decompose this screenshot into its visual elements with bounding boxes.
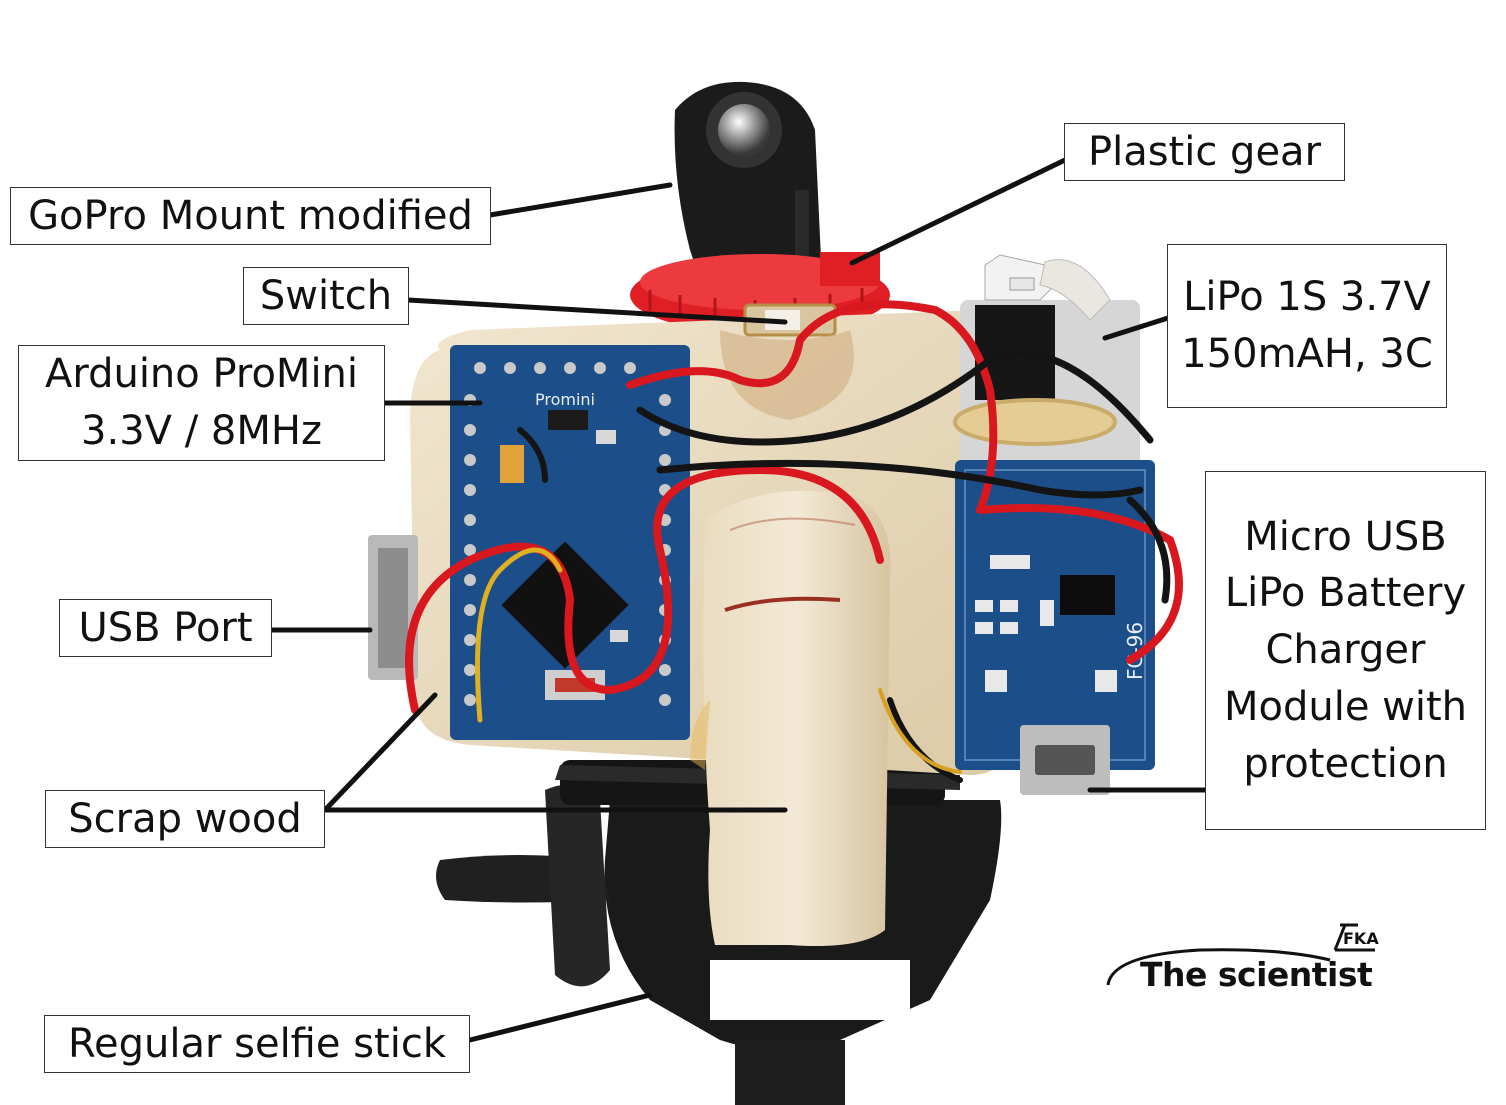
label-plastic-gear: Plastic gear <box>1064 123 1345 181</box>
plastic-gear <box>630 252 890 333</box>
label-gopro-mount: GoPro Mount modified <box>10 187 491 245</box>
wires <box>405 300 1183 783</box>
label-charger-module: Micro USB LiPo Battery Charger Module wi… <box>1205 471 1486 830</box>
label-lipo-battery: LiPo 1S 3.7V 150mAH, 3C <box>1167 244 1447 408</box>
gopro-mount <box>674 81 822 300</box>
leader-lines <box>269 157 1210 1043</box>
label-switch: Switch <box>243 267 409 325</box>
usb-port <box>368 535 418 680</box>
logo-swoosh <box>1106 948 1331 986</box>
label-arduino: Arduino ProMini 3.3V / 8MHz <box>18 345 385 461</box>
label-scrap-wood: Scrap wood <box>45 790 325 848</box>
label-usb-port: USB Port <box>59 599 272 657</box>
logo-mark: FKA <box>1343 929 1379 948</box>
scrap-wood <box>690 490 891 946</box>
label-selfie-stick: Regular selfie stick <box>44 1015 470 1073</box>
arduino-board: Promini <box>450 345 690 740</box>
logo-text: The scientist <box>1140 955 1373 994</box>
charger-module-board: FC-96 <box>955 460 1155 795</box>
promini-silk: Promini <box>535 390 595 409</box>
logo-flask-icon <box>1333 923 1375 952</box>
